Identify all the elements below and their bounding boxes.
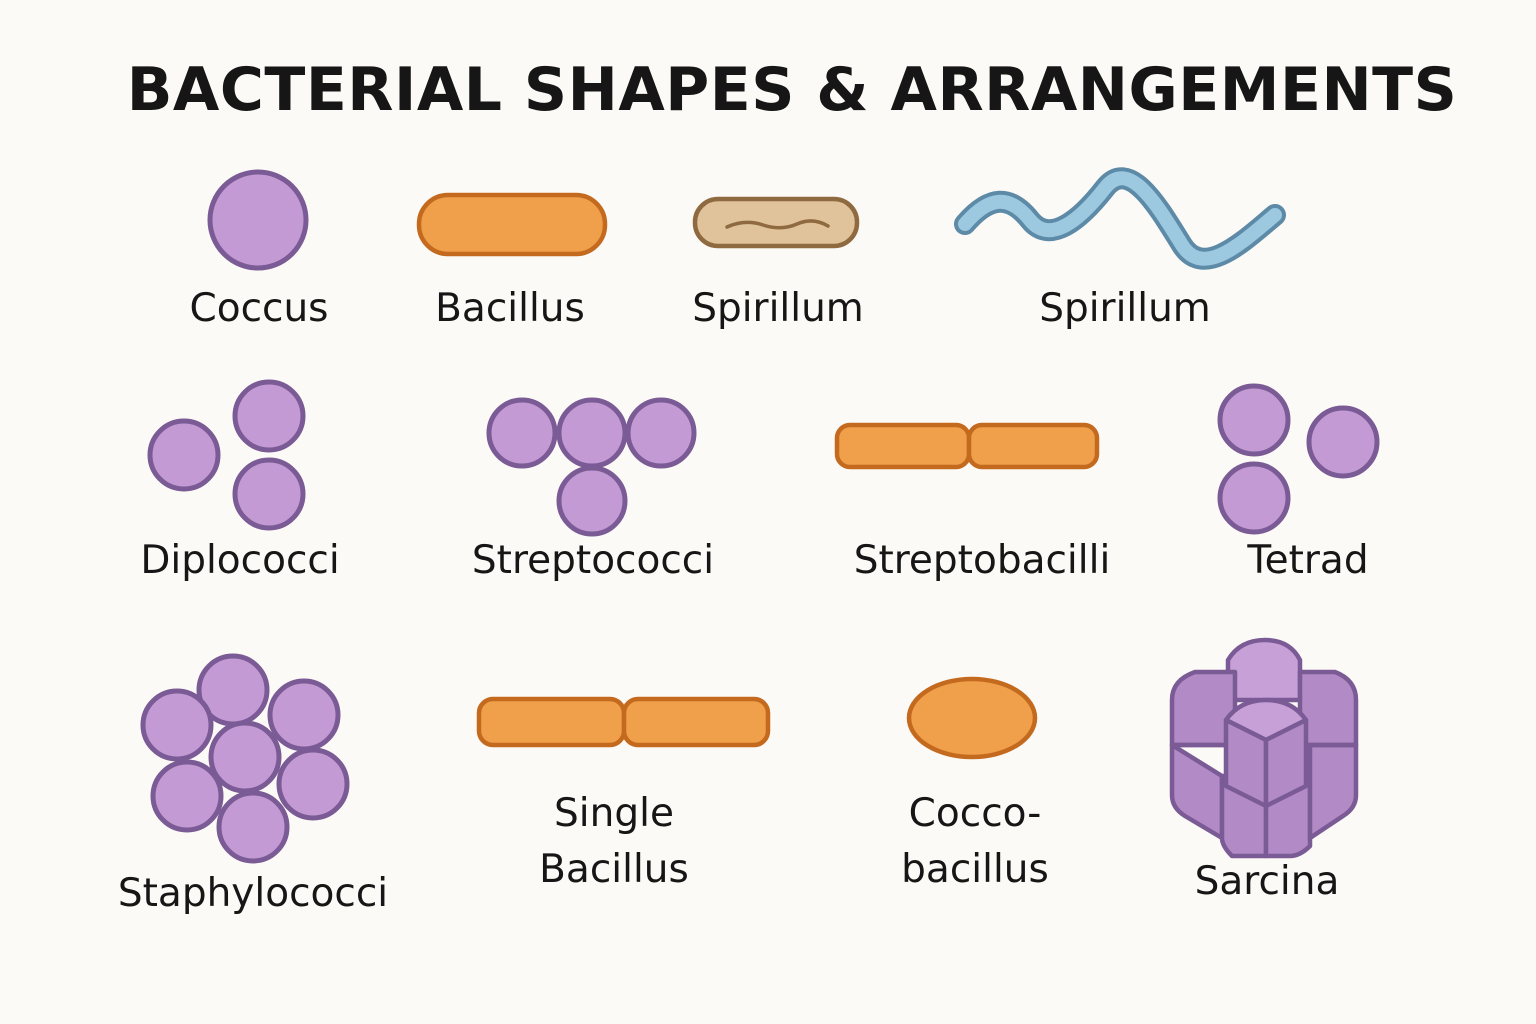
label-single-bacillus: Single Bacillus [539,786,689,898]
label-coccobacillus: Cocco- bacillus [901,786,1049,898]
spirillum-short-shape [692,196,860,249]
label-coccobacillus-line1: Cocco- [908,791,1042,836]
label-bacillus: Bacillus [435,286,585,331]
label-staphylococci: Staphylococci [117,871,389,916]
tetrad-shape [1217,383,1380,535]
label-spirillum-wave: Spirillum [1039,286,1211,331]
single-bacillus-shape [476,696,771,748]
bacillus-shape [416,192,608,257]
sarcina-shape [1169,637,1359,859]
label-spirillum-short: Spirillum [692,286,864,331]
spirillum-wave-shape [954,167,1286,270]
coccobacillus-shape [906,676,1038,760]
label-coccus: Coccus [189,286,329,331]
label-sarcina: Sarcina [1194,859,1340,904]
coccus-shape [207,169,309,271]
label-streptococci: Streptococci [471,538,715,583]
label-coccobacillus-line2: bacillus [901,847,1049,892]
streptobacilli-shape [834,422,1100,470]
label-streptobacilli: Streptobacilli [853,538,1111,583]
diplococci-shape [147,379,306,531]
streptococci-shape [486,397,697,537]
label-tetrad: Tetrad [1247,538,1369,583]
label-single-bacillus-line2: Bacillus [539,847,689,892]
label-diplococci: Diplococci [140,538,340,583]
staphylococci-shape [140,653,350,864]
label-single-bacillus-line1: Single [554,791,674,836]
page-title: BACTERIAL SHAPES & ARRANGEMENTS [126,55,1458,125]
